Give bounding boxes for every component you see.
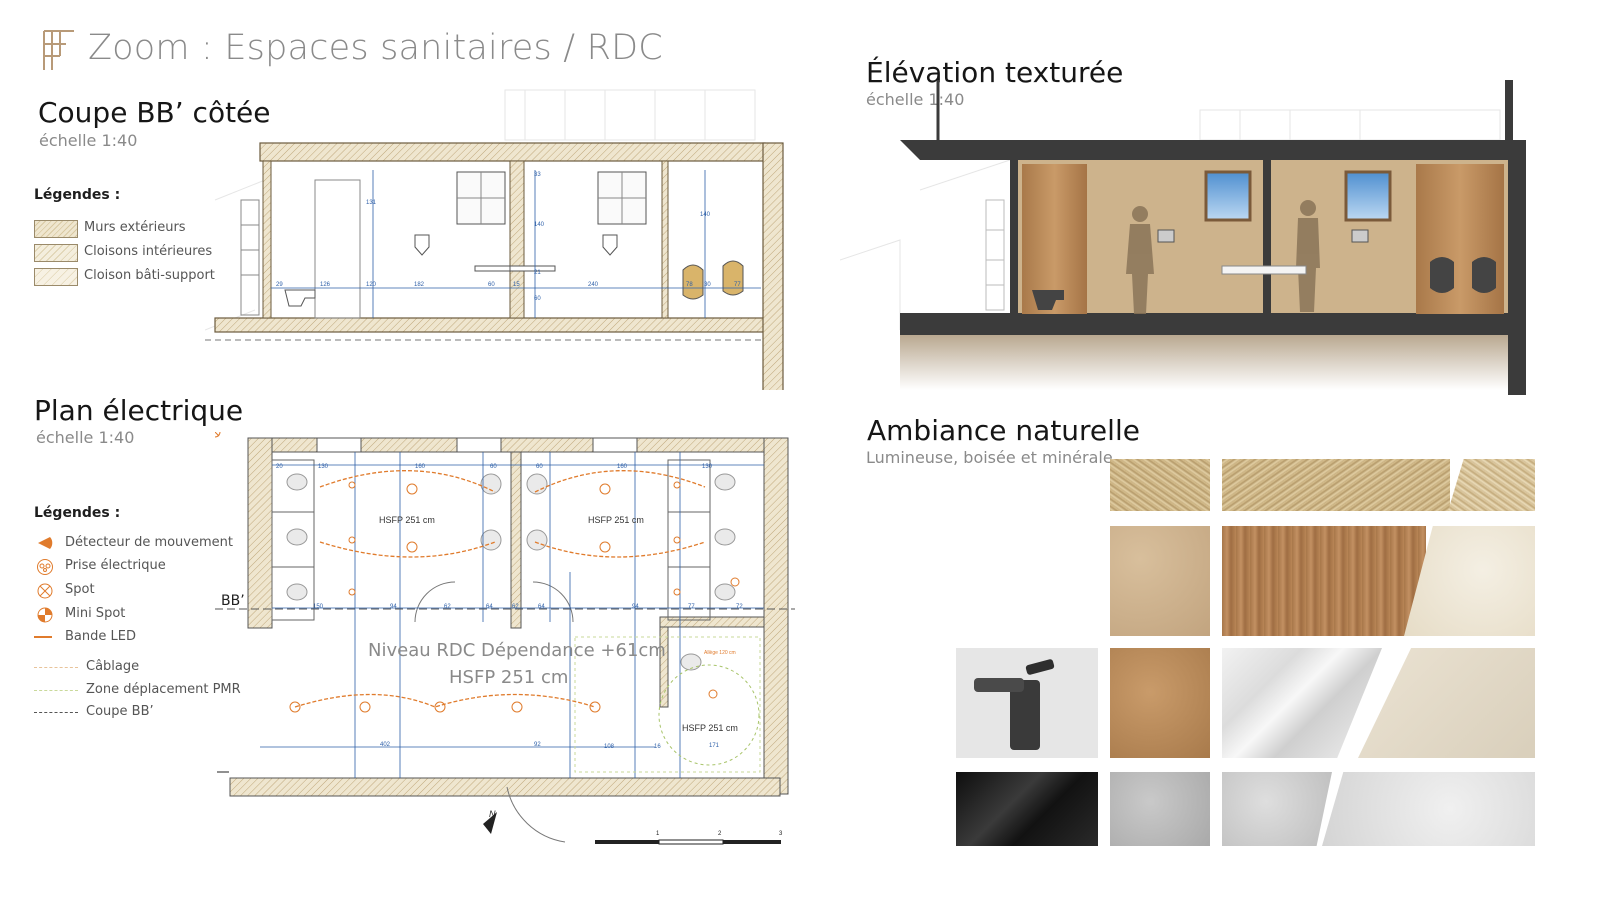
scale-bar-label-2: 2: [718, 831, 722, 837]
plan-legend: Détecteur de mouvement Prise électrique …: [34, 534, 244, 724]
swatch-black-metal: [956, 772, 1098, 846]
section-line-icon: [34, 712, 78, 713]
cabling-line-icon: [34, 667, 78, 668]
north-label: N: [489, 809, 496, 819]
hsfp-room-2: HSFP 251 cm: [588, 515, 644, 525]
hatch-exterior-swatch: [34, 220, 78, 238]
ambiance-subtitle: Lumineuse, boisée et minérale: [866, 448, 1113, 467]
plan-scale: échelle 1:40: [36, 428, 135, 447]
legend-item-led: Bande LED: [34, 628, 244, 648]
ambiance-title: Ambiance naturelle: [867, 414, 1140, 447]
motion-detector-icon: [38, 537, 53, 549]
allege-label: Allège 120 cm: [704, 650, 736, 656]
legend-item-coupe: Coupe BB’: [34, 703, 244, 723]
swatch-concrete-2: [1222, 772, 1332, 846]
elevation-drawing: [840, 80, 1526, 395]
scale-bar-label-1: 1: [656, 831, 660, 837]
swatch-stone-beige: [1358, 648, 1535, 758]
plan-legend-title: Légendes :: [34, 505, 121, 521]
hsfp-main-label: HSFP 251 cm: [449, 667, 569, 688]
section-marker: BB’: [221, 593, 245, 609]
swatch-wood-wool-1: [1110, 459, 1210, 511]
plan-title: Plan électrique: [34, 394, 244, 427]
swatch-wood-wool-3: [1448, 459, 1535, 511]
legend-item-mini-spot: Mini Spot: [34, 605, 244, 625]
level-label: Niveau RDC Dépendance +61cm: [368, 640, 666, 661]
brand-logo-icon: [43, 30, 74, 70]
coupe-title: Coupe BB’ côtée: [38, 96, 271, 129]
swatch-faucet: [956, 648, 1098, 758]
legend-item-pmr: Zone déplacement PMR: [34, 681, 244, 701]
led-strip-icon: [34, 636, 52, 638]
coupe-scale: échelle 1:40: [39, 131, 138, 150]
electrical-plan-drawing: [215, 432, 795, 845]
page-title: Zoom : Espaces sanitaires / RDC: [88, 28, 663, 68]
swatch-clay-plaster: [1110, 526, 1210, 636]
faucet-icon: [974, 659, 1055, 750]
swatch-wood-wool-2: [1222, 459, 1450, 511]
swatch-concrete-3: [1322, 772, 1535, 846]
legend-item-spot: Spot: [34, 581, 244, 601]
swatch-concrete-1: [1110, 772, 1210, 846]
elevation-scale: échelle 1:40: [866, 90, 965, 109]
hatch-interior-swatch: [34, 244, 78, 262]
swatch-terracotta: [1110, 648, 1210, 758]
hsfp-room-3: HSFP 251 cm: [682, 723, 738, 733]
elevation-title: Élévation texturée: [866, 56, 1124, 89]
mini-spot-icon: [37, 607, 53, 623]
swatch-oak-wood: [1222, 526, 1426, 636]
swatch-marble: [1222, 648, 1382, 758]
hatch-support-swatch: [34, 268, 78, 286]
pmr-zone-line-icon: [34, 690, 78, 691]
scale-bar-label-3: 3: [779, 831, 783, 837]
legend-item-cablage: Câblage: [34, 658, 244, 678]
legend-item-prise: Prise électrique: [34, 557, 244, 577]
coupe-legend-title: Légendes :: [34, 187, 121, 203]
spot-icon: [37, 583, 53, 599]
legend-item-detecteur: Détecteur de mouvement: [34, 534, 244, 554]
outlet-icon: [37, 559, 53, 575]
coupe-section-drawing: [205, 89, 784, 390]
hsfp-room-1: HSFP 251 cm: [379, 515, 435, 525]
